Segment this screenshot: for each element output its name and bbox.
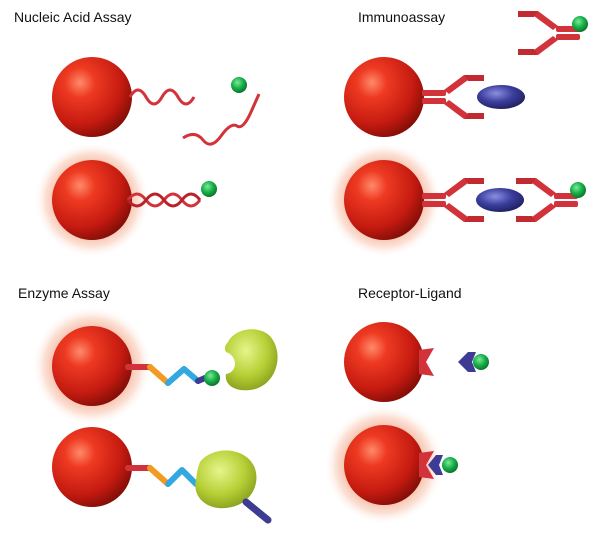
receptor (419, 451, 434, 479)
antigen (477, 85, 525, 109)
bead (52, 427, 132, 507)
linker-blue (165, 467, 199, 487)
linker-orange (147, 364, 171, 386)
immunoassay-bound (326, 142, 586, 258)
target-strand (182, 93, 261, 146)
detection-antibody (518, 11, 580, 55)
enzyme-bound (52, 427, 272, 524)
probe-strand (128, 88, 196, 106)
bead (52, 160, 132, 240)
enzyme-assay-title: Enzyme Assay (18, 285, 110, 301)
enzyme-blob (195, 450, 257, 509)
bead (52, 57, 132, 137)
bead (344, 322, 424, 402)
bead (344, 425, 424, 505)
nucleic-acid-bound (34, 142, 217, 258)
label-dot (442, 457, 458, 473)
immunoassay-unbound (344, 11, 588, 137)
duplex-strand-b (126, 192, 202, 208)
cleaved-fragment (242, 498, 272, 524)
linker-orange (147, 465, 171, 487)
linker-blue (165, 366, 201, 386)
enzyme-unbound (32, 306, 278, 426)
nucleic-acid-unbound (52, 57, 261, 146)
receptor-ligand-title: Receptor-Ligand (358, 285, 462, 301)
bead (344, 160, 424, 240)
immunoassay-title: Immunoassay (358, 9, 446, 25)
detection-antibody (516, 178, 578, 222)
antigen (476, 188, 524, 212)
bead (344, 57, 424, 137)
nucleic-acid-assay-title: Nucleic Acid Assay (14, 9, 132, 25)
label-dot (473, 354, 489, 370)
receptor-ligand-bound (324, 405, 458, 525)
label-dot (570, 182, 586, 198)
label-dot (231, 77, 247, 93)
enzyme-blob (224, 329, 278, 391)
ligand (428, 455, 443, 475)
label-dot (201, 181, 217, 197)
ligand (458, 352, 476, 372)
label-dot (204, 370, 220, 386)
label-dot (572, 16, 588, 32)
capture-antibody (422, 75, 484, 119)
receptor (419, 348, 434, 376)
linker-navy (195, 375, 208, 384)
receptor-ligand-unbound (344, 322, 489, 402)
bead (52, 326, 132, 406)
